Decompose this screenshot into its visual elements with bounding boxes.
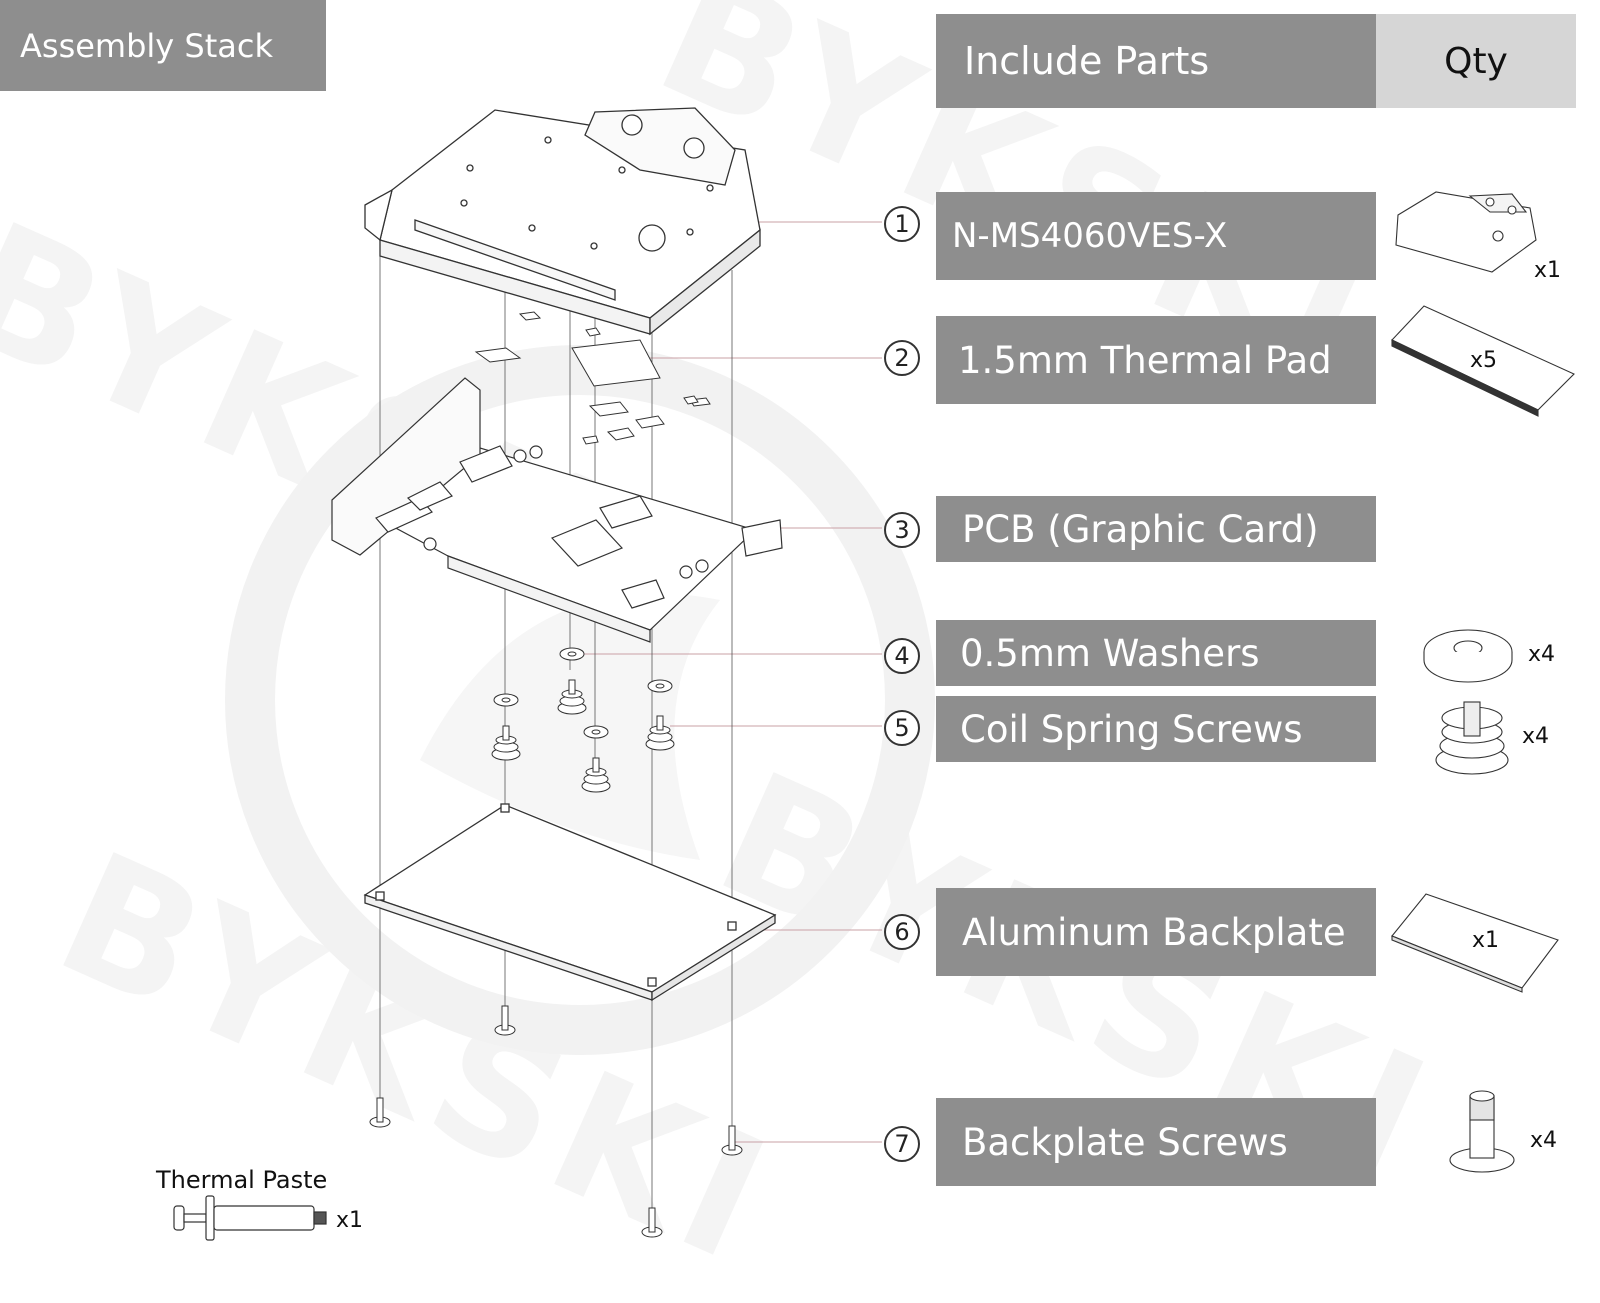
part-label-4: 0.5mm Washers bbox=[936, 620, 1376, 686]
qty-6: x1 bbox=[1472, 928, 1500, 953]
qty-4: x4 bbox=[1528, 642, 1556, 667]
qty-7: x4 bbox=[1530, 1128, 1558, 1153]
part-label-6: Aluminum Backplate bbox=[936, 888, 1376, 976]
backplate-screw-thumbnail bbox=[1449, 1090, 1515, 1173]
thermal-paste-label: Thermal Paste bbox=[156, 1166, 328, 1194]
part-name: Aluminum Backplate bbox=[962, 910, 1346, 954]
part-label-5: Coil Spring Screws bbox=[936, 696, 1376, 762]
part-name: N-MS4060VES-X bbox=[952, 216, 1228, 256]
part-label-7: Backplate Screws bbox=[936, 1098, 1376, 1186]
part-number-text: 4 bbox=[894, 642, 910, 670]
backplate-screws bbox=[369, 1005, 743, 1238]
part-label-2: 1.5mm Thermal Pad bbox=[936, 316, 1376, 404]
pcb bbox=[331, 377, 783, 643]
part-label-3: PCB (Graphic Card) bbox=[936, 496, 1376, 562]
part-number-text: 6 bbox=[894, 918, 910, 946]
thermal-paste-syringe bbox=[173, 1195, 327, 1241]
washers bbox=[493, 647, 673, 739]
part-number-7: 7 bbox=[884, 1126, 920, 1162]
qty-header: Qty bbox=[1376, 14, 1576, 108]
part-number-text: 2 bbox=[894, 344, 910, 372]
part-number-2: 2 bbox=[884, 340, 920, 376]
thermal-pads bbox=[474, 311, 711, 445]
page-title-text: Assembly Stack bbox=[20, 26, 273, 65]
part-number-1: 1 bbox=[884, 206, 920, 242]
part-number-5: 5 bbox=[884, 710, 920, 746]
part-name: Backplate Screws bbox=[962, 1120, 1288, 1164]
qty-2: x5 bbox=[1470, 348, 1498, 373]
qty-1: x1 bbox=[1534, 258, 1562, 283]
part-name: PCB (Graphic Card) bbox=[962, 507, 1319, 551]
part-number-4: 4 bbox=[884, 638, 920, 674]
part-name: 1.5mm Thermal Pad bbox=[958, 338, 1332, 382]
water-block bbox=[364, 107, 761, 336]
part-name: Coil Spring Screws bbox=[960, 707, 1303, 751]
thermal-paste-qty: x1 bbox=[336, 1208, 364, 1233]
qty-5: x4 bbox=[1522, 724, 1550, 749]
part-number-text: 1 bbox=[894, 210, 910, 238]
part-number-6: 6 bbox=[884, 914, 920, 950]
parts-header-label: Include Parts bbox=[964, 39, 1210, 83]
page-title: Assembly Stack bbox=[0, 0, 326, 91]
part-number-3: 3 bbox=[884, 512, 920, 548]
guide-lines bbox=[379, 235, 733, 1215]
part-number-text: 7 bbox=[894, 1130, 910, 1158]
part-label-1: N-MS4060VES-X bbox=[936, 192, 1376, 280]
part-name: 0.5mm Washers bbox=[960, 631, 1260, 675]
qty-thumbnails bbox=[1391, 191, 1575, 1173]
backplate bbox=[363, 803, 777, 1002]
qty-header-label: Qty bbox=[1444, 40, 1508, 82]
parts-header: Include Parts bbox=[936, 14, 1376, 108]
coil-springs bbox=[491, 679, 675, 793]
part-number-text: 3 bbox=[894, 516, 910, 544]
coil-spring-thumbnail bbox=[1435, 701, 1509, 775]
part-number-text: 5 bbox=[894, 714, 910, 742]
